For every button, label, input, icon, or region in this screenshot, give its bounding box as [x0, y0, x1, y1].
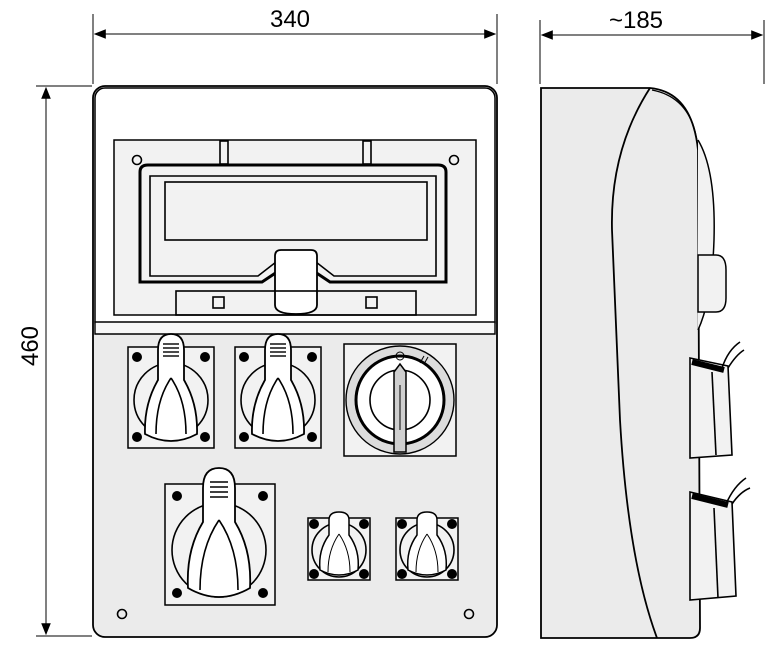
side-view [540, 87, 751, 639]
width-label: 340 [270, 6, 310, 33]
socket-32a-left [127, 333, 215, 449]
socket-63a [164, 467, 276, 606]
depth-dimension: ~185 [539, 7, 765, 84]
socket-32a-right [234, 333, 322, 449]
width-dimension: 340 [92, 6, 498, 84]
front-view [92, 85, 498, 638]
height-label: 460 [17, 326, 44, 366]
depth-label: ~185 [609, 7, 663, 34]
breaker-window [94, 87, 496, 333]
socket-small-right [395, 511, 459, 581]
rotary-main-switch [343, 343, 457, 457]
height-dimension: 460 [17, 85, 92, 637]
socket-small-left [307, 511, 371, 581]
